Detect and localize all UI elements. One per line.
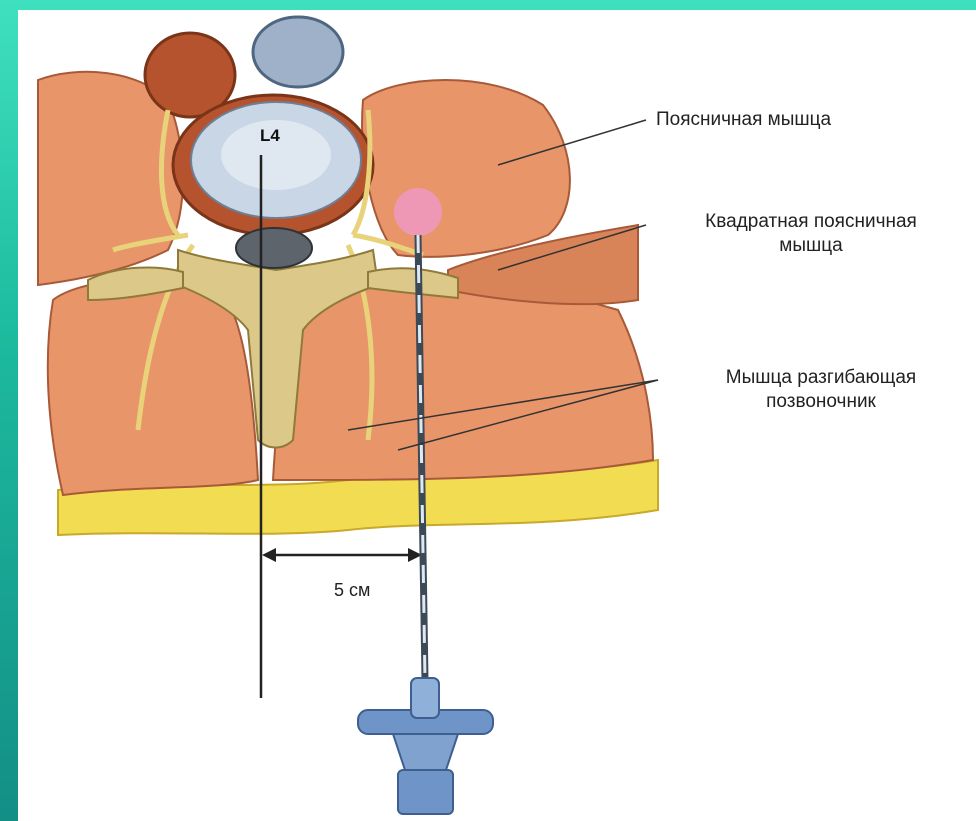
label-erector: Мышца разгибающая позвоночник	[666, 366, 976, 414]
arrowhead-left	[262, 548, 276, 562]
right-erector-spinae	[273, 280, 653, 480]
needle-hub-body	[393, 734, 458, 770]
needle-hub-top	[411, 678, 439, 718]
needle-hub-base	[398, 770, 453, 814]
label-erector-line2: позвоночник	[666, 390, 976, 414]
illustration-panel: L4 5 см Поясничная мышца Квадратная пояс…	[18, 10, 976, 821]
label-quadratus-line2: мышца	[651, 234, 971, 258]
psoas-muscle	[362, 80, 570, 257]
label-quadratus: Квадратная поясничная мышца	[651, 210, 971, 258]
anatomy-illustration	[18, 10, 976, 821]
vertebra-label: L4	[260, 126, 280, 146]
label-quadratus-line1: Квадратная поясничная	[651, 210, 971, 234]
spinal-cord	[236, 228, 312, 268]
left-erector-spinae	[48, 279, 258, 495]
distance-label: 5 см	[334, 580, 370, 601]
label-psoas: Поясничная мышца	[656, 108, 831, 132]
injection-spread	[394, 188, 442, 236]
bowel-right	[253, 17, 343, 87]
label-erector-line1: Мышца разгибающая	[666, 366, 976, 390]
